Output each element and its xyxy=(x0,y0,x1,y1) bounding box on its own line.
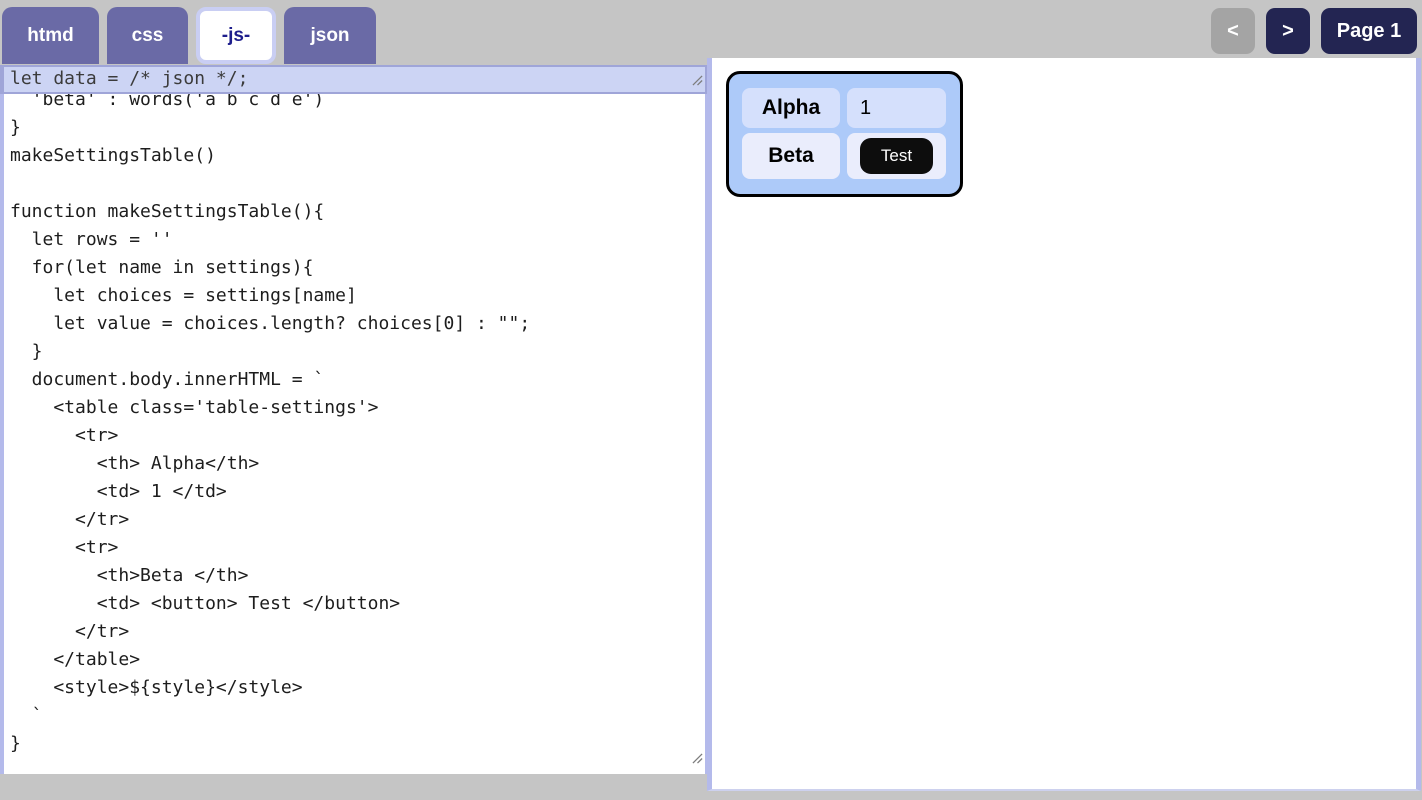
tab-bar: htmd css -js- json xyxy=(2,7,376,64)
page-prev-button[interactable]: < xyxy=(1211,8,1255,54)
tab-json[interactable]: json xyxy=(284,7,376,64)
settings-grid: Alpha 1 Beta Test xyxy=(742,88,946,179)
preview-pane: Alpha 1 Beta Test xyxy=(707,58,1421,791)
tab-htmd[interactable]: htmd xyxy=(2,7,99,64)
tab-js[interactable]: -js- xyxy=(196,7,276,64)
pager: < > Page 1 xyxy=(1211,8,1417,54)
data-line-input[interactable]: let data = /* json */; xyxy=(0,65,707,94)
code-editor-textarea[interactable]: 'beta' : words('a b c d e') } makeSettin… xyxy=(0,94,707,774)
resize-gripper-icon[interactable] xyxy=(692,751,703,769)
test-button[interactable]: Test xyxy=(859,138,934,174)
page-next-button[interactable]: > xyxy=(1266,8,1310,54)
value-cell-alpha: 1 xyxy=(847,88,946,128)
page-indicator-button[interactable]: Page 1 xyxy=(1321,8,1417,54)
resize-gripper-icon[interactable] xyxy=(692,73,703,91)
header-cell-alpha: Alpha xyxy=(742,88,840,128)
data-line-editor-wrap: let data = /* json */; xyxy=(0,65,707,94)
tab-css[interactable]: css xyxy=(107,7,188,64)
settings-table: Alpha 1 Beta Test xyxy=(726,71,963,197)
value-cell-beta: Test xyxy=(847,133,946,179)
code-editor-wrap: 'beta' : words('a b c d e') } makeSettin… xyxy=(0,94,707,774)
header-cell-beta: Beta xyxy=(742,133,840,179)
